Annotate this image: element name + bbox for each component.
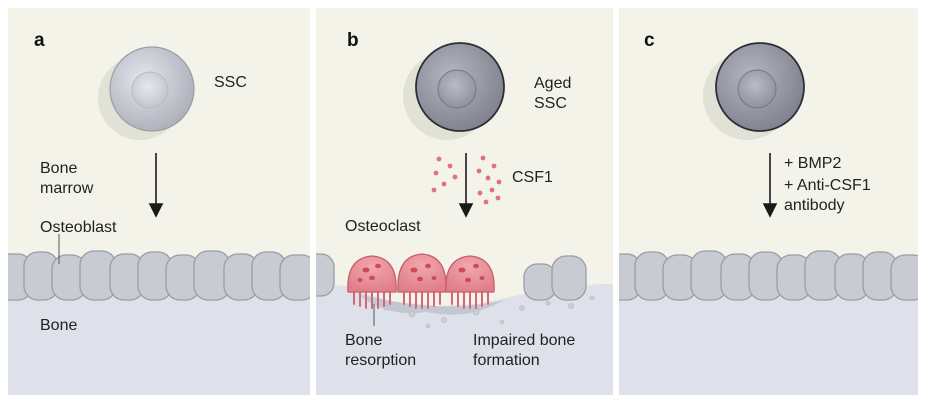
osteoblast-layer bbox=[8, 250, 310, 301]
resorption-pits bbox=[358, 294, 506, 315]
osteoblast-label: Osteoblast bbox=[40, 219, 117, 236]
bone-matrix bbox=[8, 284, 310, 395]
panel-a-illustration bbox=[8, 46, 310, 395]
bone-matrix bbox=[619, 284, 918, 395]
panel-letter: a bbox=[34, 30, 45, 51]
panel-b-illustration bbox=[316, 42, 613, 395]
treatment-line2: + Anti-CSF1 bbox=[784, 177, 871, 194]
panel-letter: c bbox=[644, 30, 655, 51]
cell-icon bbox=[98, 46, 195, 140]
bone-label: Bone bbox=[40, 317, 78, 334]
aged-cell-label-line1: Aged bbox=[534, 75, 572, 92]
down-arrow-icon bbox=[762, 153, 778, 218]
osteoclast-cell-icon bbox=[347, 253, 495, 309]
treatment-line1: + BMP2 bbox=[784, 155, 842, 172]
impaired-formation-label-line2: formation bbox=[473, 352, 540, 369]
bone-resorption-label-line1: Bone bbox=[345, 332, 383, 349]
panel-c: c + BMP2 + Anti-CSF1 antibody bbox=[619, 8, 918, 395]
csf1-label: CSF1 bbox=[512, 169, 553, 186]
osteoblast-layer bbox=[619, 250, 918, 301]
treatment-line3: antibody bbox=[784, 197, 845, 214]
bone-marrow-label-line2: marrow bbox=[40, 180, 94, 197]
aged-cell-label-line2: SSC bbox=[534, 95, 567, 112]
down-arrow-icon bbox=[148, 153, 164, 218]
aged-cell-icon bbox=[703, 42, 805, 140]
impaired-formation-label-line1: Impaired bone bbox=[473, 332, 576, 349]
osteoblast-layer bbox=[316, 253, 587, 301]
cell-label: SSC bbox=[214, 74, 247, 91]
bone-matrix bbox=[316, 284, 613, 395]
osteoclast-label: Osteoclast bbox=[345, 218, 421, 235]
panel-b: b Aged SSC CSF1 Osteoclast Bone resorpti… bbox=[316, 8, 613, 395]
bone-debris bbox=[383, 295, 595, 329]
csf1-dots bbox=[431, 155, 502, 205]
down-arrow-icon bbox=[458, 153, 474, 218]
panel-c-illustration bbox=[619, 42, 918, 395]
aged-cell-icon bbox=[403, 42, 505, 140]
panel-letter: b bbox=[347, 30, 359, 51]
panel-a: a SSC Bone marrow Osteoblast Bone bbox=[8, 8, 310, 395]
bone-marrow-label-line1: Bone bbox=[40, 160, 78, 177]
bone-resorption-label-line2: resorption bbox=[345, 352, 417, 369]
